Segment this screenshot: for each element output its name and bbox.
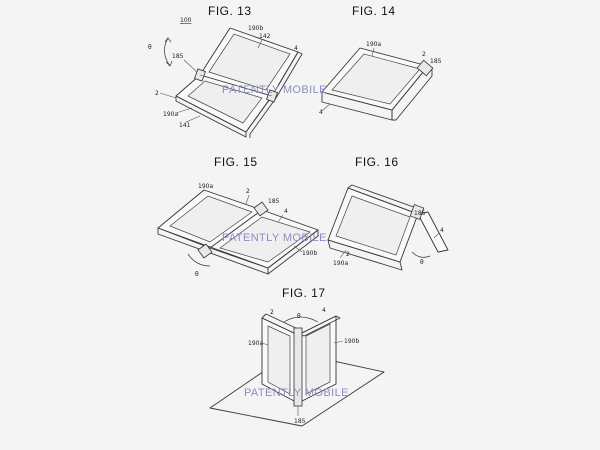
fig-15-ref-190b: 190b — [302, 250, 317, 257]
watermark-2: PATENTLY MOBILE — [222, 232, 327, 244]
fig-15-ref-185: 185 — [268, 198, 280, 205]
fig-17-ref-4: 4 — [322, 307, 326, 314]
fig-13-ref-theta: θ — [148, 44, 152, 51]
fig-15-ref-4: 4 — [284, 208, 288, 215]
fig-13-hinge — [194, 68, 278, 103]
fig-14-title: FIG. 14 — [352, 4, 396, 18]
fig-15: FIG. 15 190a 2 185 4 190b θ — [157, 155, 319, 278]
fig-17-ref-190a: 190a — [248, 340, 263, 347]
fig-13-ref-141: 141 — [179, 122, 191, 129]
fig-17-ref-theta: θ — [297, 313, 301, 320]
fig-17-right-display — [305, 323, 331, 395]
fig-15-unfolded-device — [157, 189, 319, 275]
fig-13-upper-panel — [199, 27, 303, 99]
fig-15-left-display — [169, 195, 253, 243]
fig-13-ref-142: 142 — [259, 33, 271, 40]
fig-16-hinge — [409, 204, 425, 220]
fig-15-angle-arrow — [187, 253, 211, 267]
fig-15-right-display — [219, 216, 311, 263]
fig-13-ref-190b: 190b — [248, 25, 263, 32]
fig-14-hinge — [416, 59, 434, 77]
fig-13-lower-display — [187, 80, 263, 124]
fig-17-ref-185: 185 — [294, 418, 306, 425]
fig-13-title: FIG. 13 — [208, 4, 252, 18]
fig-17: FIG. 17 2 θ 4 190a 190b 185 — [209, 286, 385, 427]
watermark-1: PATENTLY MOBILE — [222, 84, 327, 96]
fig-15-ref-2: 2 — [246, 188, 250, 195]
fig-14: FIG. 14 190a 2 185 4 — [319, 4, 442, 121]
fig-15-ref-theta: θ — [195, 271, 199, 278]
fig-13: FIG. 13 100 190b 142 4 θ 185 — [148, 4, 303, 138]
fig-14-ref-185: 185 — [430, 58, 442, 65]
fig-17-ref-190b: 190b — [344, 338, 359, 345]
fig-16: FIG. 16 185 4 θ 2 190a — [327, 155, 449, 271]
fig-13-ref-190a: 190a — [163, 111, 178, 118]
fig-16-ref-190a: 190a — [333, 260, 348, 267]
fig-15-title: FIG. 15 — [214, 155, 258, 169]
fig-16-angle-arrow — [411, 251, 431, 258]
fig-16-title: FIG. 16 — [355, 155, 399, 169]
fig-16-ref-4: 4 — [440, 227, 444, 234]
fig-17-ref-2: 2 — [270, 309, 274, 316]
fig-17-title: FIG. 17 — [282, 286, 326, 300]
fig-14-ref-190a: 190a — [366, 41, 381, 48]
fig-15-ref-190a: 190a — [198, 183, 213, 190]
fig-16-stand-device — [327, 184, 449, 271]
fig-13-ref-2: 2 — [155, 90, 159, 97]
fig-14-ref-4: 4 — [319, 109, 323, 116]
fig-16-ref-185: 185 — [414, 210, 426, 217]
fig-13-ref-185: 185 — [172, 53, 184, 60]
fig-17-angle-arrow — [283, 316, 319, 323]
fig-16-display — [335, 195, 411, 256]
fig-16-ref-theta: θ — [420, 259, 424, 266]
fig-14-folded-device — [321, 47, 434, 121]
fig-13-upper-display — [208, 33, 291, 91]
fig-17-upright-device — [261, 313, 341, 407]
fig-15-hinge-bottom — [197, 243, 213, 259]
fig-14-ref-2: 2 — [422, 51, 426, 58]
fig-13-ref-4: 4 — [294, 45, 298, 52]
fig-13-ref-100: 100 — [180, 17, 192, 24]
fig-13-angle-arrow — [164, 37, 171, 67]
fig-15-hinge-top — [253, 201, 269, 217]
watermark-3: PATENTLY MOBILE — [244, 387, 349, 399]
fig-17-left-display — [267, 325, 291, 395]
fig-16-ref-2: 2 — [346, 251, 350, 258]
